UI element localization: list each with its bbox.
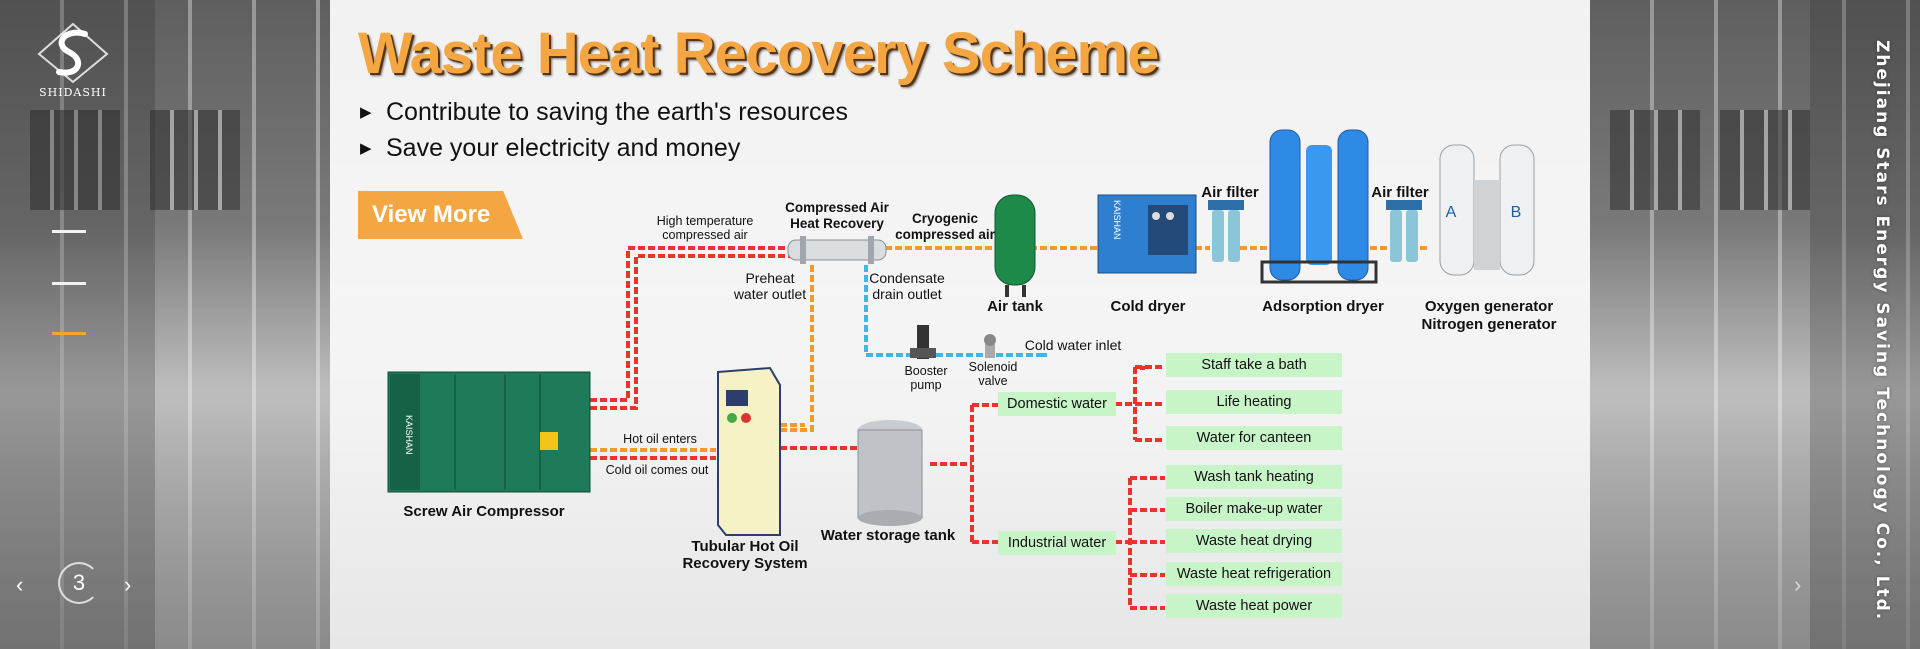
label-hot-oil-enters: Hot oil enters (623, 432, 697, 446)
logo-mark-icon (37, 22, 109, 84)
use-box-industrial: Boiler make-up water (1166, 497, 1342, 521)
right-edge-arrow-icon[interactable]: › (1794, 572, 1802, 597)
label-tank-b: B (1510, 204, 1522, 221)
slide-indicator-3[interactable] (52, 332, 86, 335)
label-cold-dryer: Cold dryer (1110, 298, 1186, 315)
label-cold-oil-out: Cold oil comes out (605, 463, 709, 477)
use-box-industrial: Waste heat refrigeration (1166, 562, 1342, 586)
prev-slide-icon[interactable]: ‹ (16, 572, 24, 597)
bullet-text: Contribute to saving the earth's resourc… (386, 98, 848, 126)
use-box-domestic: Life heating (1166, 390, 1342, 414)
booster-pump (910, 325, 936, 359)
solenoid-valve (984, 334, 996, 358)
label-screw-compressor: Screw Air Compressor (403, 503, 565, 520)
content-panel (330, 0, 1590, 649)
industrial-water-box: Industrial water (998, 531, 1116, 555)
domestic-water-box: Domestic water (998, 392, 1116, 416)
hot-oil-recovery-unit (717, 366, 781, 536)
use-box-industrial: Wash tank heating (1166, 465, 1342, 489)
background-window (150, 110, 240, 210)
bullet-text: Save your electricity and money (386, 134, 741, 162)
background-right-hall (1590, 0, 1920, 649)
bullet-triangle-icon: ▶ (360, 104, 372, 121)
right-shade (1810, 0, 1920, 649)
hot-water-pipe (780, 365, 1165, 610)
brand-logo[interactable]: SHIDASHI (28, 22, 118, 99)
dryer-brand-text: KAISHAN (1112, 200, 1122, 240)
water-storage-tank (857, 420, 923, 526)
air-filter-1 (1208, 200, 1244, 262)
oxygen-nitrogen-generator (1439, 144, 1535, 276)
adsorption-dryer (1260, 129, 1378, 284)
slide-number: 3 (58, 562, 100, 604)
cold-dryer (1097, 194, 1197, 274)
bullet-item-1: ▶ Contribute to saving the earth's resour… (360, 98, 848, 127)
background-window (1720, 110, 1810, 210)
hot-oil-pipe (590, 265, 814, 452)
label-air-filter-1: Air filter (1201, 184, 1259, 201)
heat-exchanger (787, 236, 887, 264)
bullet-triangle-icon: ▶ (360, 140, 372, 157)
label-water-tank: Water storage tank (820, 527, 956, 544)
slide-indicator-1[interactable] (52, 230, 86, 233)
use-box-industrial: Waste heat drying (1166, 529, 1342, 553)
label-cold-water-inlet: Cold water inlet (1024, 337, 1122, 353)
background-left-hall (0, 0, 330, 649)
use-box-domestic: Staff take a bath (1166, 353, 1342, 377)
label-nitrogen-generator: Nitrogen generator (1421, 316, 1557, 333)
company-name-vertical: Zhejiang Stars Energy Saving Technology … (1872, 40, 1892, 622)
label-tank-a: A (1445, 204, 1457, 221)
label-air-tank: Air tank (987, 298, 1043, 315)
label-adsorption-dryer: Adsorption dryer (1262, 298, 1384, 315)
background-window (1610, 110, 1700, 210)
slide-indicator-2[interactable] (52, 282, 86, 285)
left-shade (0, 0, 155, 649)
air-filter-2 (1386, 200, 1422, 262)
use-box-domestic: Water for canteen (1166, 426, 1342, 450)
page-title: Waste Heat Recovery Scheme (358, 21, 1159, 86)
label-oxygen-generator: Oxygen generator (1424, 298, 1554, 315)
background-window (30, 110, 120, 210)
use-box-industrial: Waste heat power (1166, 594, 1342, 618)
compressor-brand-text: KAISHAN (404, 415, 414, 455)
screw-air-compressor (387, 371, 591, 493)
logo-text: SHIDASHI (39, 86, 107, 99)
cold-water-pipe (864, 265, 1050, 357)
next-slide-icon[interactable]: › (124, 572, 132, 597)
bullet-item-2: ▶ Save your electricity and money (360, 134, 740, 163)
air-tank (994, 194, 1036, 297)
label-air-filter-2: Air filter (1371, 184, 1429, 201)
view-more-button[interactable]: View More (358, 191, 523, 239)
hot-air-pipe (590, 246, 790, 410)
